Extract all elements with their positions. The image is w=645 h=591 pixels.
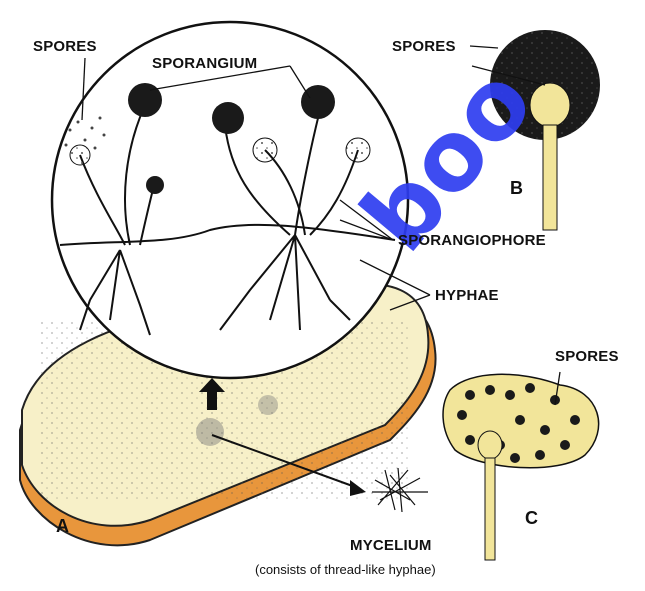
label-sporangiophore: SPORANGIOPHORE [398, 232, 546, 249]
label-spores-main: SPORES [33, 38, 97, 55]
label-mycelium-note: (consists of thread-like hyphae) [255, 562, 436, 577]
label-mycelium: MYCELIUM [350, 537, 432, 554]
panel-label-a: A [56, 516, 69, 537]
panel-label-c: C [525, 508, 538, 529]
panel-c-burst-sporangium [443, 374, 599, 560]
label-sporangium: SPORANGIUM [152, 55, 257, 72]
label-spores-c: SPORES [555, 348, 619, 365]
label-spores-b: SPORES [392, 38, 456, 55]
panel-label-b: B [510, 178, 523, 199]
label-hyphae: HYPHAE [435, 287, 499, 304]
